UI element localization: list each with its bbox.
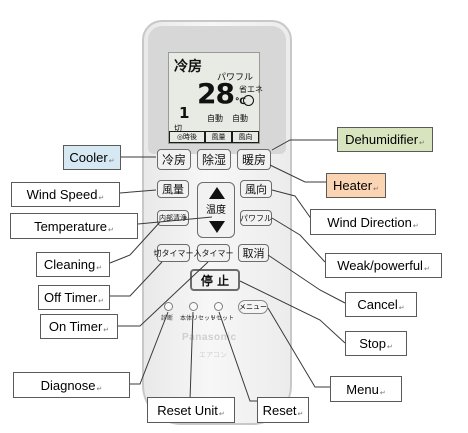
callout-on-timer: On Timer↵ bbox=[40, 314, 118, 339]
brand-logo: Panasonic bbox=[182, 332, 237, 343]
lcd-digit: 1 bbox=[179, 104, 190, 122]
reset-label: リセット bbox=[210, 315, 235, 322]
callout-reset: Reset↵ bbox=[257, 397, 309, 423]
reset-button[interactable] bbox=[214, 302, 223, 311]
callout-diagnose: Diagnose↵ bbox=[13, 372, 130, 398]
diagnose-button[interactable] bbox=[164, 302, 173, 311]
lcd-unit: ℃ bbox=[235, 97, 246, 107]
return-mark-icon: ↵ bbox=[386, 344, 393, 351]
callout-dehumidifier: Dehumidifier↵ bbox=[337, 127, 433, 152]
callout-heater: Heater↵ bbox=[326, 173, 386, 198]
callout-cleaning-text: Cleaning bbox=[43, 257, 96, 272]
heat-button[interactable]: 暖房 bbox=[237, 149, 271, 170]
return-mark-icon: ↵ bbox=[96, 386, 103, 393]
return-mark-icon: ↵ bbox=[297, 411, 304, 418]
callout-cooler: Cooler↵ bbox=[63, 145, 121, 170]
on-timer-button[interactable]: 入タイマー bbox=[194, 244, 234, 262]
return-mark-icon: ↵ bbox=[423, 266, 430, 273]
off-timer-button[interactable]: 切タイマー bbox=[154, 244, 194, 262]
callout-menu-text: Menu bbox=[346, 381, 379, 397]
lcd-display: 冷房 パワフル 28 ℃ 省エネ 1 自動 自動 切 ◎時後 風量 風向 bbox=[168, 52, 263, 144]
callout-weak-powerful: Weak/powerful↵ bbox=[325, 253, 442, 278]
callout-reset-unit: Reset Unit↵ bbox=[147, 397, 235, 423]
lcd-mode: 冷房 bbox=[174, 59, 202, 75]
return-mark-icon: ↵ bbox=[379, 390, 386, 397]
powerful-button[interactable]: パワフル bbox=[240, 210, 272, 226]
reset-unit-button[interactable] bbox=[189, 302, 198, 311]
lcd-powerful: パワフル bbox=[217, 73, 254, 83]
callout-wind-direction-text: Wind Direction bbox=[327, 214, 412, 230]
return-mark-icon: ↵ bbox=[98, 195, 105, 202]
callout-cancel-text: Cancel bbox=[357, 297, 398, 312]
lcd-off: 切 bbox=[174, 124, 182, 133]
callout-temperature-text: Temperature bbox=[34, 218, 108, 234]
callout-heater-text: Heater bbox=[333, 178, 373, 193]
cool-button[interactable]: 冷房 bbox=[157, 149, 191, 170]
callout-off-timer-text: Off Timer bbox=[43, 290, 98, 305]
callout-stop: Stop↵ bbox=[345, 331, 407, 356]
return-mark-icon: ↵ bbox=[98, 298, 105, 305]
callout-menu: Menu↵ bbox=[330, 376, 402, 402]
arrow-up-icon bbox=[209, 187, 225, 199]
lcd-temperature: 28 bbox=[197, 77, 235, 110]
callout-wind-direction: Wind Direction↵ bbox=[310, 209, 436, 235]
return-mark-icon: ↵ bbox=[412, 223, 419, 230]
cancel-button[interactable]: 取消 bbox=[238, 244, 269, 262]
return-mark-icon: ↵ bbox=[108, 227, 114, 234]
callout-reset-unit-text: Reset Unit bbox=[157, 402, 218, 418]
callout-wind-speed: Wind Speed↵ bbox=[11, 182, 120, 207]
lcd-timer: ◎時後 bbox=[170, 132, 204, 142]
return-mark-icon: ↵ bbox=[108, 158, 115, 165]
cleaning-button[interactable]: 内部清浄 bbox=[157, 210, 189, 226]
product-label: エアコン bbox=[199, 351, 227, 359]
lcd-auto-left: 自動 bbox=[207, 114, 223, 123]
callout-wind-speed-text: Wind Speed bbox=[26, 187, 98, 202]
arrow-down-icon bbox=[209, 221, 225, 233]
callout-on-timer-text: On Timer bbox=[48, 319, 103, 334]
lcd-eco: 省エネ bbox=[239, 85, 263, 94]
callout-temperature: Temperature↵ bbox=[10, 213, 138, 239]
lcd-fan: 風量 bbox=[206, 132, 231, 142]
fan-speed-button[interactable]: 風量 bbox=[157, 180, 189, 198]
menu-button[interactable]: メニュー bbox=[238, 300, 268, 314]
callout-cleaning: Cleaning↵ bbox=[36, 252, 110, 277]
lcd-direction: 風向 bbox=[233, 132, 258, 142]
diagnose-label: 診断 bbox=[161, 315, 174, 322]
callout-cooler-text: Cooler bbox=[69, 150, 108, 165]
temperature-button[interactable]: 温度 bbox=[197, 182, 235, 238]
return-mark-icon: ↵ bbox=[419, 140, 425, 147]
callout-off-timer: Off Timer↵ bbox=[38, 285, 110, 310]
return-mark-icon: ↵ bbox=[373, 186, 379, 193]
callout-weak-powerful-text: Weak/powerful bbox=[337, 258, 423, 273]
callout-dehumidifier-text: Dehumidifier bbox=[345, 132, 419, 147]
dry-button[interactable]: 除湿 bbox=[197, 149, 231, 170]
callout-reset-text: Reset bbox=[262, 402, 297, 418]
return-mark-icon: ↵ bbox=[96, 265, 103, 272]
lcd-status-bar: ◎時後 風量 風向 bbox=[169, 131, 259, 143]
callout-cancel: Cancel↵ bbox=[345, 292, 417, 317]
stop-button[interactable]: 停 止 bbox=[190, 269, 240, 291]
return-mark-icon: ↵ bbox=[218, 411, 225, 418]
callout-stop-text: Stop bbox=[359, 336, 386, 351]
temperature-button-label: 温度 bbox=[206, 205, 226, 216]
air-direction-button[interactable]: 風向 bbox=[240, 180, 272, 198]
callout-diagnose-text: Diagnose bbox=[40, 377, 96, 393]
return-mark-icon: ↵ bbox=[103, 327, 110, 334]
return-mark-icon: ↵ bbox=[398, 305, 405, 312]
eco-icon bbox=[243, 95, 254, 106]
lcd-auto-right: 自動 bbox=[232, 114, 248, 123]
